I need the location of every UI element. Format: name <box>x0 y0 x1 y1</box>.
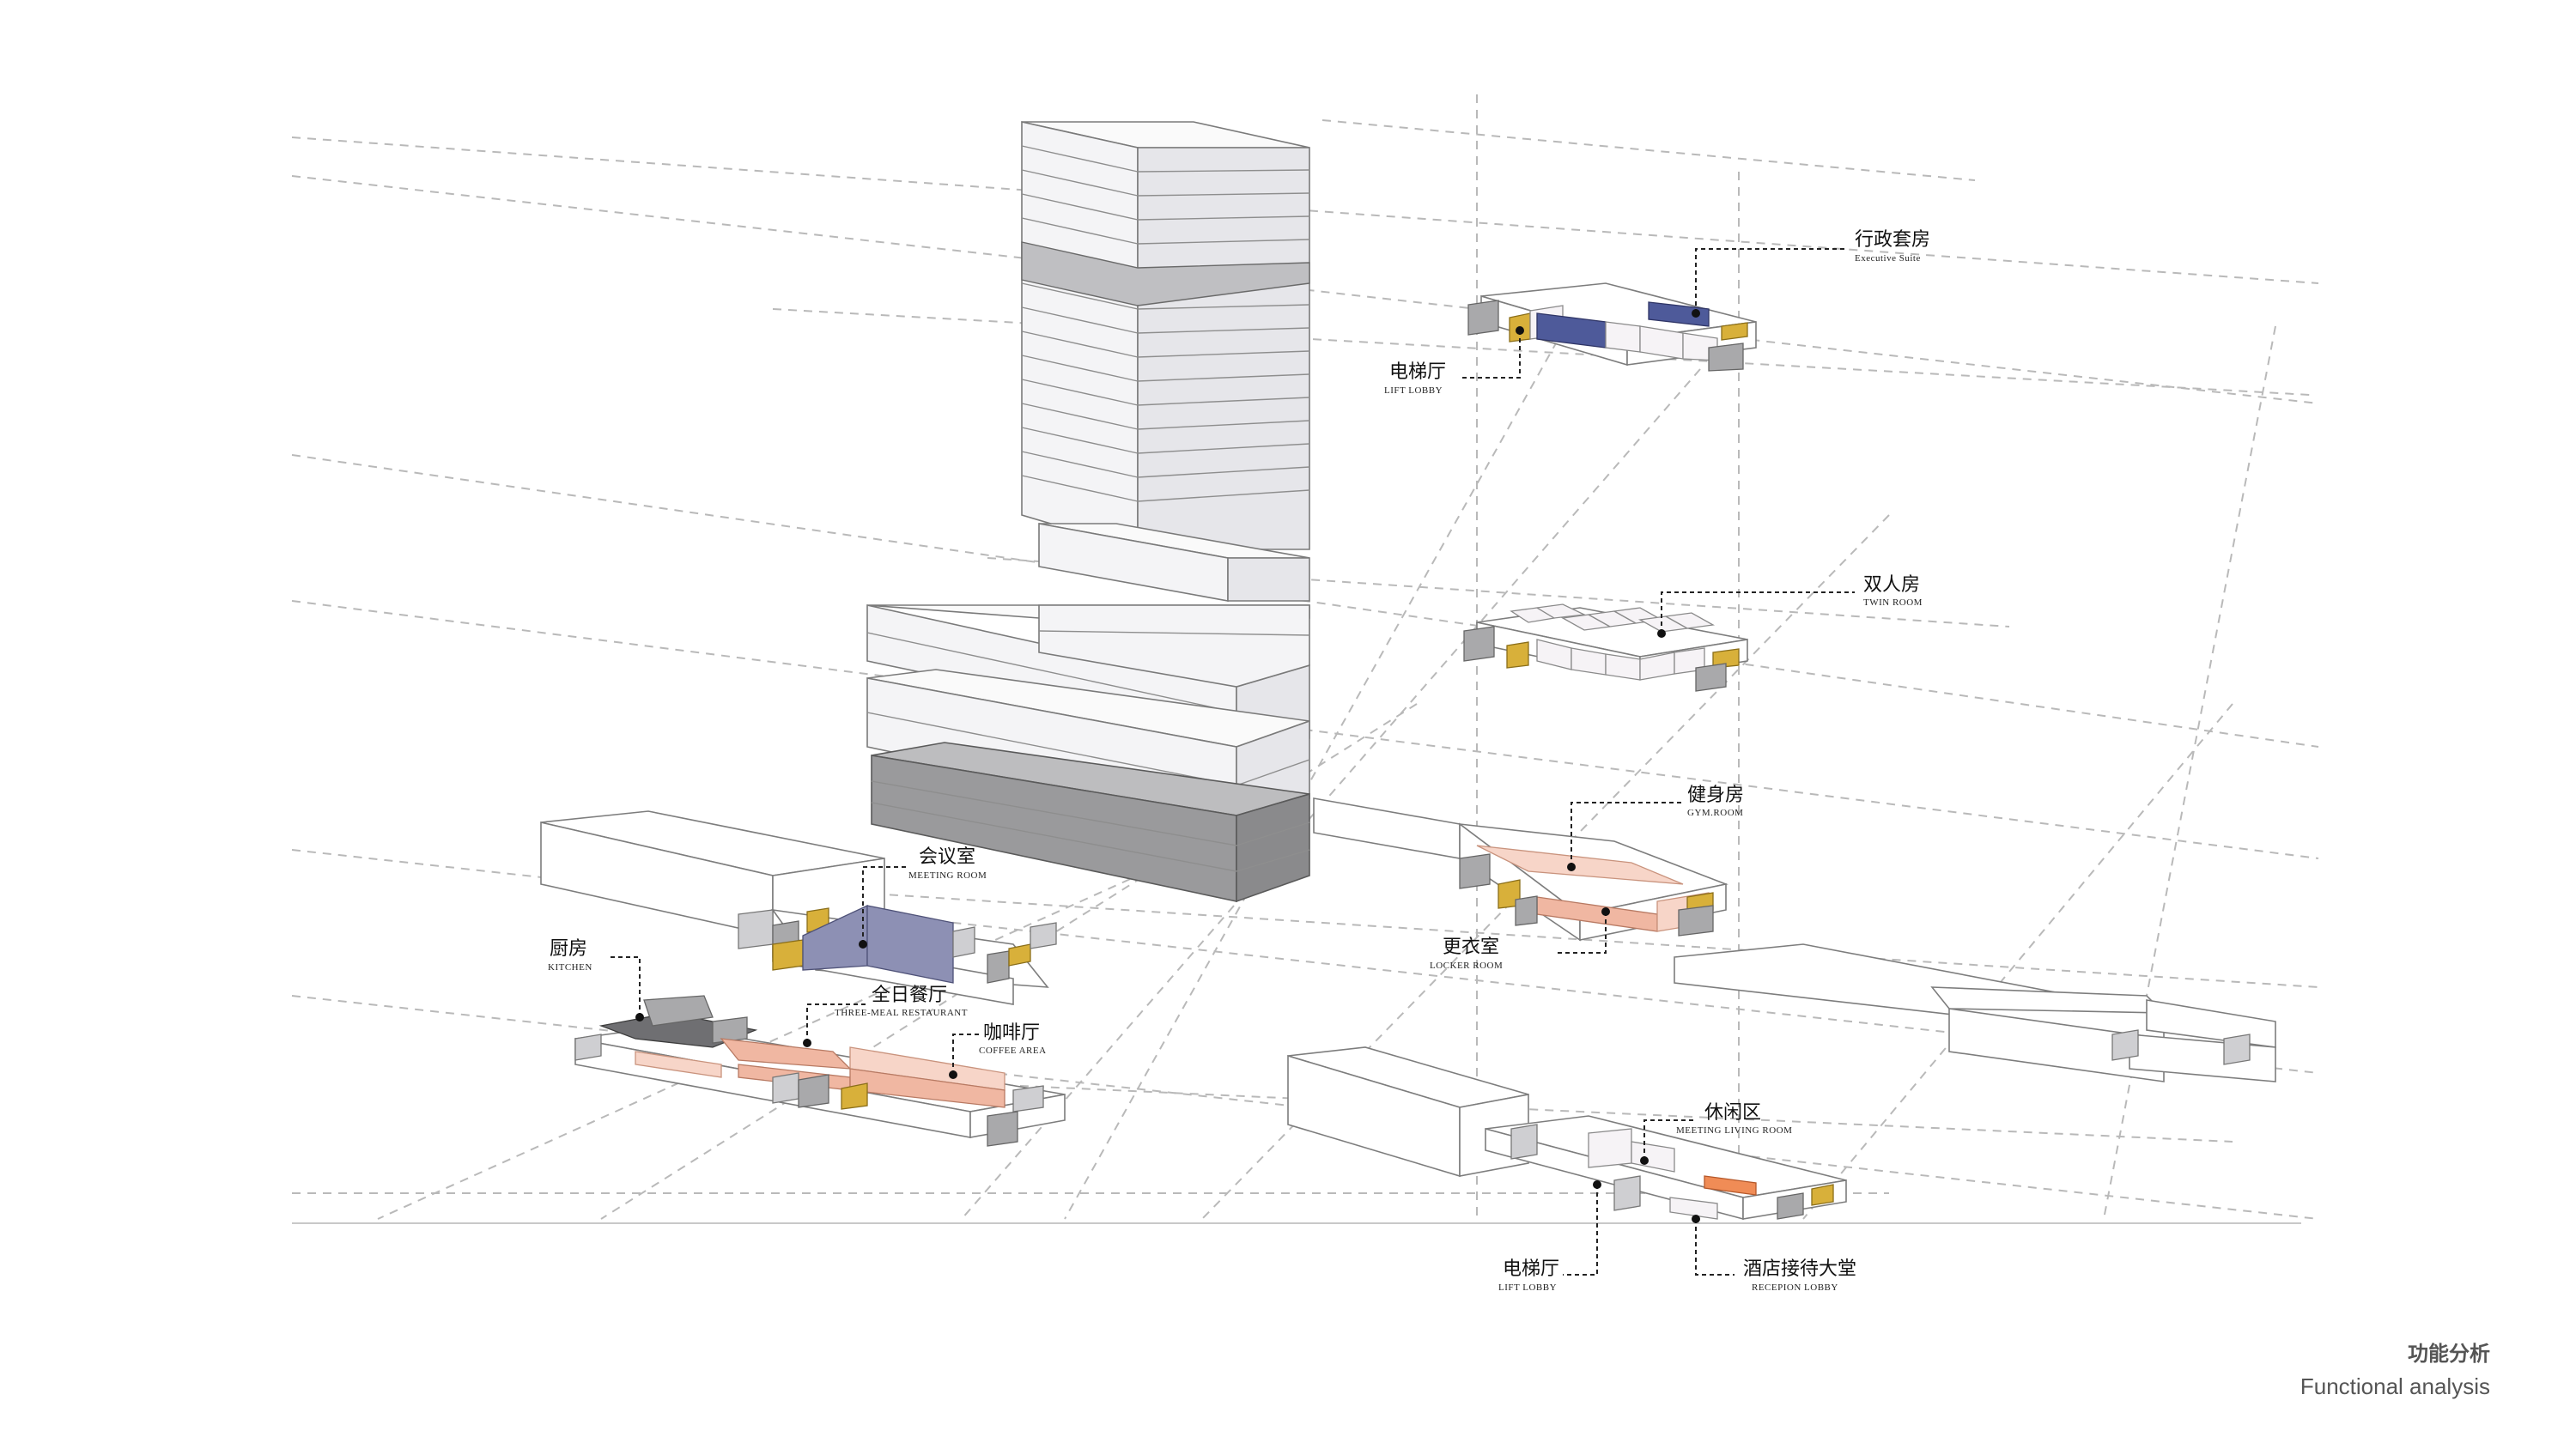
lift-lobby-bottom-label-en: LIFT LOBBY <box>1498 1282 1557 1293</box>
meeting-room-label-en: MEETING ROOM <box>908 870 987 881</box>
twin-room-label: 双人房 <box>1863 574 1920 596</box>
title-cn: 功能分析 <box>2408 1342 2490 1366</box>
coffee-area-label-en: COFFEE AREA <box>979 1046 1047 1056</box>
right-wing-outline <box>1674 943 2276 1082</box>
three-meal-restaurant-label-en: THREE-MEAL RESTAURANT <box>835 1008 968 1018</box>
gym-room-label: 健身房 <box>1687 785 1744 806</box>
lift-lobby-top-label: 电梯厅 <box>1389 361 1446 383</box>
central-tower <box>866 121 1310 903</box>
three-meal-restaurant-label: 全日餐厅 <box>872 985 947 1006</box>
reception-lobby-label-en: RECEPION LOBBY <box>1752 1282 1838 1293</box>
locker-room-label-en: LOCKER ROOM <box>1430 961 1503 971</box>
kitchen-label-en: KITCHEN <box>548 962 592 973</box>
title-block: 功能分析 Functional analysis <box>2300 1342 2490 1399</box>
gym-floor-plate <box>1313 797 1728 942</box>
executive-suite-label: 行政套房 <box>1855 229 1930 251</box>
locker-room-label: 更衣室 <box>1443 937 1499 958</box>
kitchen-label: 厨房 <box>550 938 587 960</box>
title-en: Functional analysis <box>2300 1373 2490 1399</box>
twin-room-floor-plate <box>1463 603 1748 692</box>
restaurant-floor-plate <box>574 995 1066 1147</box>
meeting-living-room-label: 休闲区 <box>1704 1102 1761 1124</box>
lift-lobby-top-label-en: LIFT LOBBY <box>1384 385 1443 396</box>
ground-floor-right <box>1287 1046 1847 1221</box>
executive-floor-plate <box>1467 282 1757 372</box>
meeting-living-room-label-en: MEETING LIVING ROOM <box>1676 1125 1792 1136</box>
twin-room-label-en: TWIN ROOM <box>1863 597 1923 608</box>
callouts: 行政套房 Executive Suite 电梯厅 LIFT LOBBY 双人房 … <box>548 229 1930 1293</box>
executive-suite-label-en: Executive Suite <box>1855 253 1921 264</box>
lift-lobby-bottom-label: 电梯厅 <box>1503 1258 1559 1280</box>
meeting-floor-plate <box>540 810 1057 1005</box>
coffee-area-label: 咖啡厅 <box>983 1022 1040 1044</box>
meeting-room-label: 会议室 <box>919 846 975 868</box>
reception-lobby-label: 酒店接待大堂 <box>1743 1258 1856 1280</box>
gym-room-label-en: GYM.ROOM <box>1687 808 1743 818</box>
